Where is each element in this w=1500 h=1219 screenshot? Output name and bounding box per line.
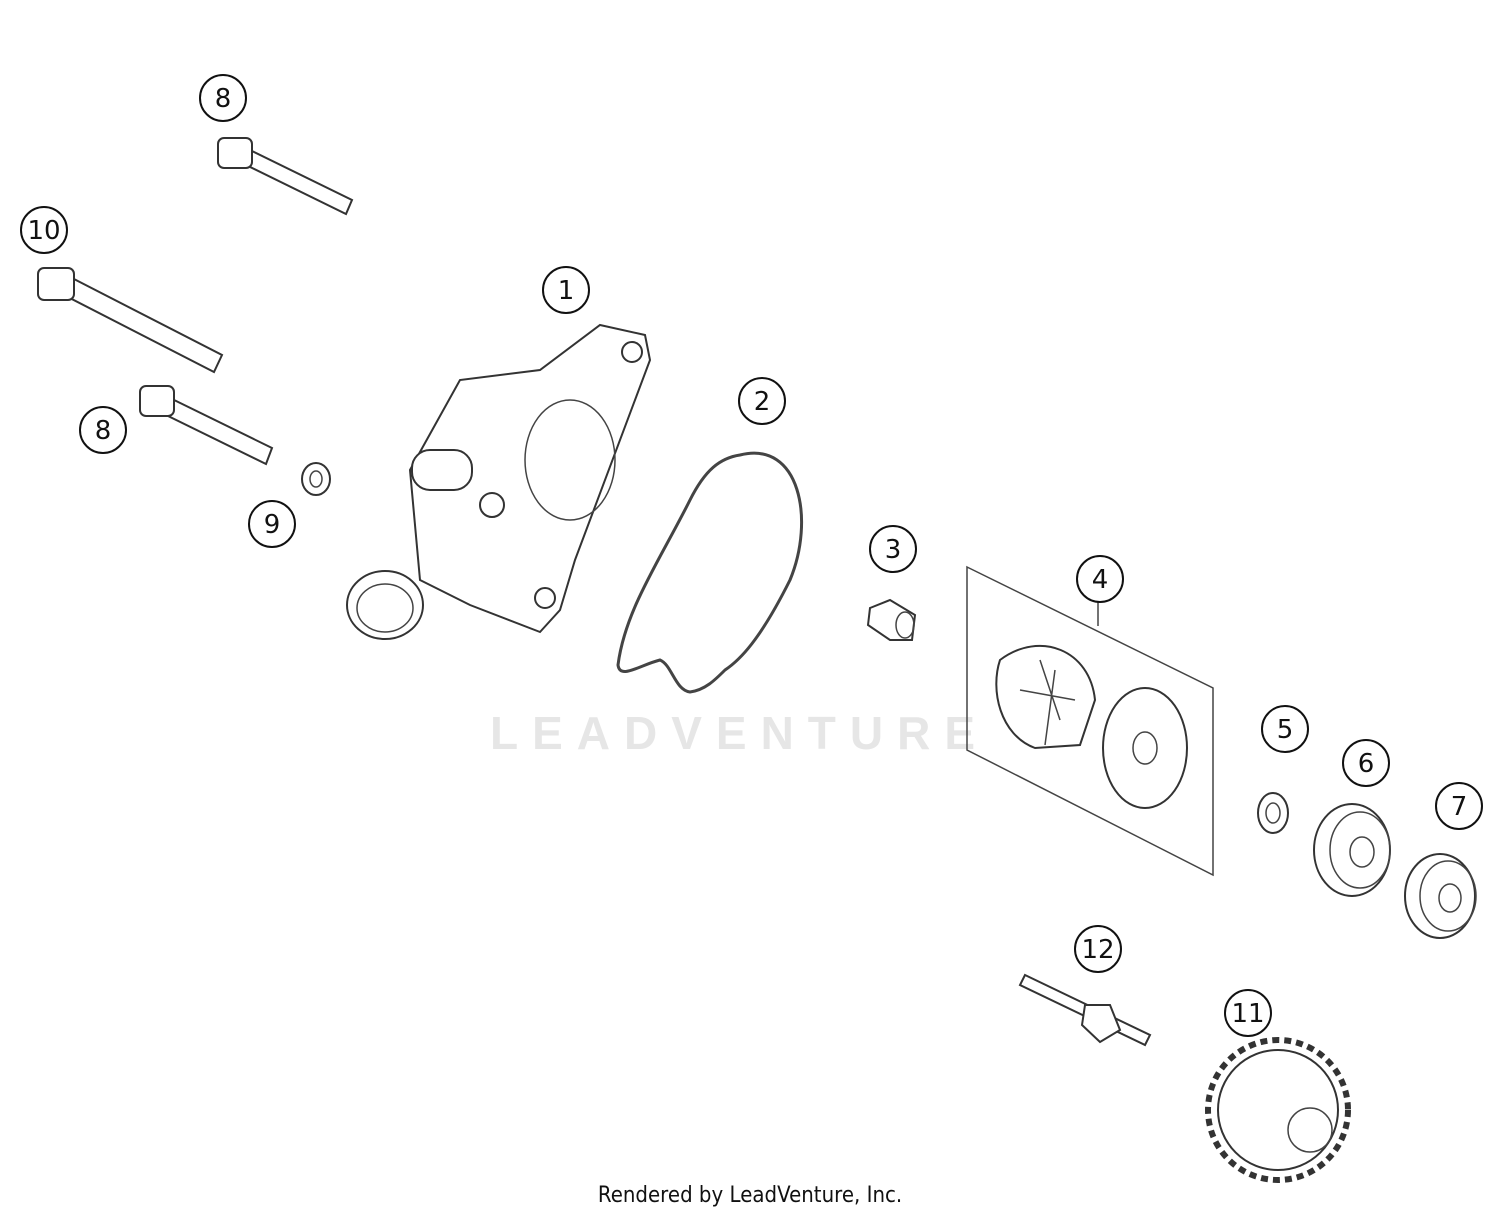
callout-label: 8 [215,84,232,114]
callout-10[interactable]: 10 [20,206,68,254]
callout-label: 5 [1277,715,1294,745]
bolt-8-lower[interactable] [139,385,274,466]
callout-label: 7 [1451,792,1468,822]
callout-11[interactable]: 11 [1224,989,1272,1037]
callout-6[interactable]: 6 [1342,739,1390,787]
bearing-7[interactable] [1404,853,1477,939]
gasket-2[interactable] [616,451,803,694]
water-pump-cover-1[interactable] [346,323,652,640]
bolt-8-top[interactable] [217,137,354,216]
callout-1[interactable]: 1 [542,266,590,314]
callout-4[interactable]: 4 [1076,555,1124,603]
callout-label: 2 [754,387,771,417]
callout-label: 3 [885,535,902,565]
impeller-kit-4[interactable] [966,565,1214,877]
callout-label: 10 [27,216,60,246]
callout-label: 1 [558,276,575,306]
callout-3[interactable]: 3 [869,525,917,573]
callout-2[interactable]: 2 [738,377,786,425]
callout-8[interactable]: 8 [79,406,127,454]
bolt-10[interactable] [37,267,224,374]
gear-11[interactable] [1205,1037,1351,1183]
callout-12[interactable]: 12 [1074,925,1122,973]
callout-label: 11 [1231,999,1264,1029]
callout-9[interactable]: 9 [248,500,296,548]
callout-5[interactable]: 5 [1261,705,1309,753]
footer-credit: Rendered by LeadVenture, Inc. [597,1183,903,1208]
callout-label: 6 [1358,749,1375,779]
watermark-logo: LEADVENTURE [490,707,990,759]
callout-7[interactable]: 7 [1435,782,1483,830]
callout-8[interactable]: 8 [199,74,247,122]
washer-5[interactable] [1257,792,1289,834]
bearing-6[interactable] [1313,803,1391,897]
callout-label: 9 [264,510,281,540]
shaft-12[interactable] [1018,973,1152,1047]
seal-3[interactable] [866,598,917,641]
callout-label: 12 [1081,935,1114,965]
callout-label: 8 [95,416,112,446]
washer-9[interactable] [301,462,331,496]
callout-label: 4 [1092,565,1109,595]
